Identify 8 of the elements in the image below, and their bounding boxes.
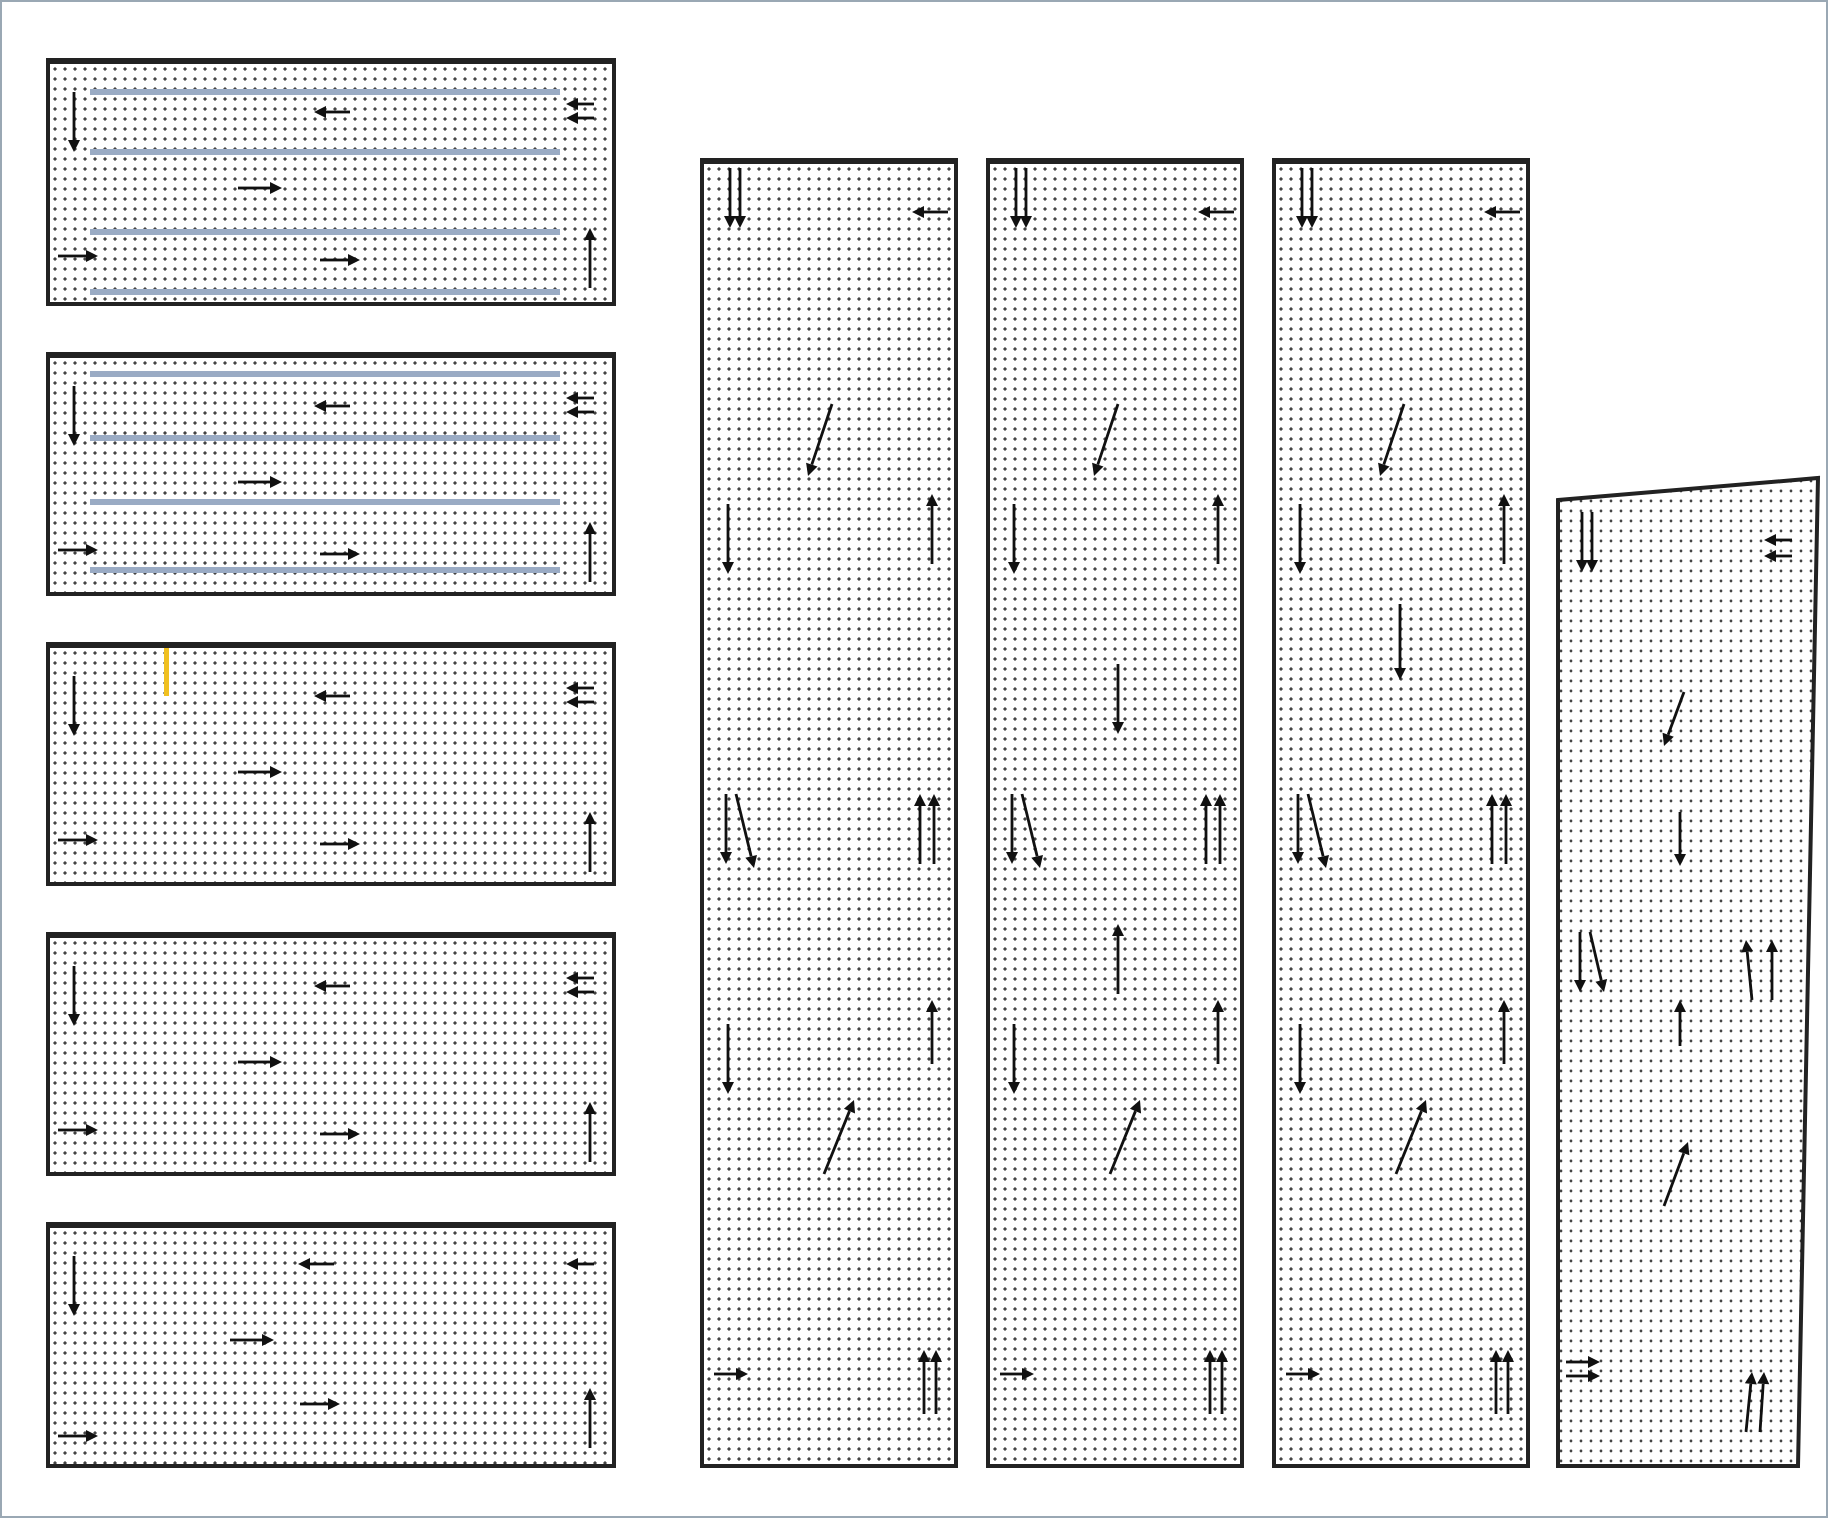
panel	[46, 352, 616, 596]
panel	[46, 1222, 616, 1468]
panel	[46, 642, 616, 886]
panel	[46, 932, 616, 1176]
panel	[986, 158, 1244, 1468]
panel	[46, 58, 616, 306]
panel	[1272, 158, 1530, 1468]
panel	[700, 158, 958, 1468]
